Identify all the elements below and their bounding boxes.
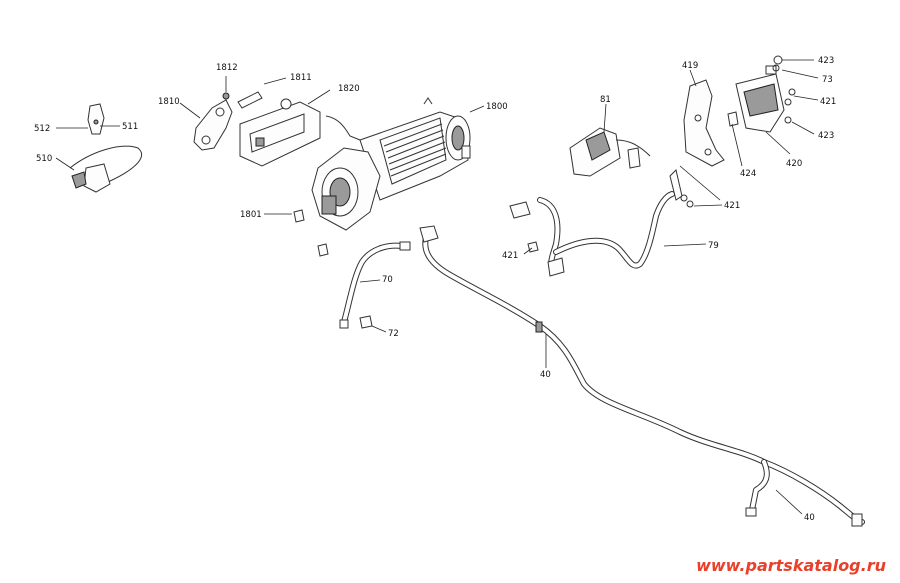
label-72: 72 (388, 329, 399, 339)
label-1811: 1811 (290, 73, 312, 83)
label-424: 424 (740, 169, 756, 179)
harness-79 (509, 169, 683, 277)
bolt-424 (727, 111, 739, 127)
relay-81 (569, 127, 651, 177)
label-1801: 1801 (240, 210, 262, 220)
label-1810: 1810 (158, 97, 180, 107)
harness-40 (419, 225, 865, 527)
label-79: 79 (708, 241, 719, 251)
label-419: 419 (682, 61, 698, 71)
bracket-419 (683, 79, 725, 167)
watermark-text: www.partskatalog.ru (696, 556, 886, 575)
hardware-small (680, 55, 796, 208)
label-511: 511 (122, 122, 138, 132)
label-512: 512 (34, 124, 50, 134)
winch-bracket-group (193, 91, 321, 167)
bolt-1801 (293, 209, 329, 257)
label-423-top: 423 (818, 56, 834, 66)
callout-labels: 512 511 510 1810 1812 1811 1820 1800 180… (34, 56, 836, 523)
nut-421 (527, 241, 539, 253)
label-420: 420 (786, 159, 802, 169)
label-73: 73 (822, 75, 833, 85)
label-423-bottom: 423 (818, 131, 834, 141)
label-40-upper: 40 (540, 370, 551, 380)
module-420 (735, 65, 785, 133)
winch-1800 (311, 97, 471, 231)
label-40-lower: 40 (804, 513, 815, 523)
label-70: 70 (382, 275, 393, 285)
bolt-72 (359, 315, 373, 329)
label-421-left: 421 (502, 251, 518, 261)
label-1812: 1812 (216, 63, 238, 73)
connector-510-group (69, 103, 143, 193)
label-421-top: 421 (820, 97, 836, 107)
harness-70 (339, 241, 411, 329)
label-510: 510 (36, 154, 52, 164)
label-421-mid: 421 (724, 201, 740, 211)
label-1800: 1800 (486, 102, 508, 112)
leader-lines (55, 59, 819, 515)
label-1820: 1820 (338, 84, 360, 94)
label-81: 81 (600, 95, 611, 105)
